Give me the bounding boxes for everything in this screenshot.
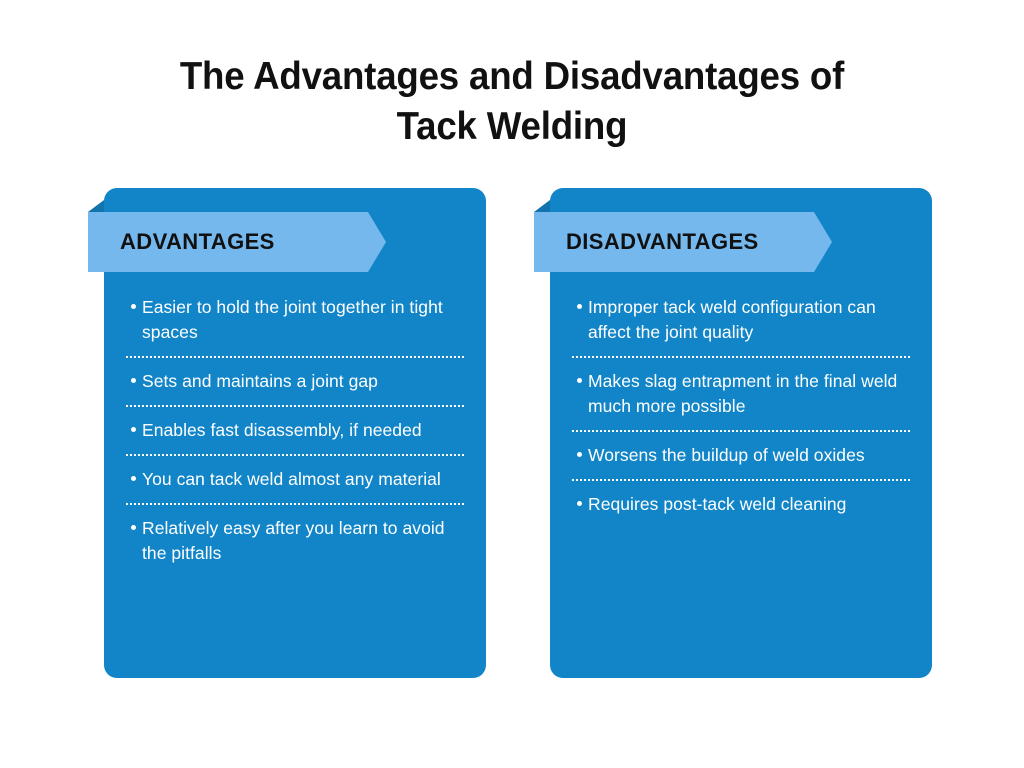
list-item: Sets and maintains a joint gap	[126, 356, 464, 405]
advantages-banner: ADVANTAGES	[88, 200, 386, 272]
bullet-icon	[572, 492, 588, 506]
bullet-icon	[572, 443, 588, 457]
advantages-card: ADVANTAGES Easier to hold the joint toge…	[88, 188, 486, 678]
list-item: Worsens the buildup of weld oxides	[572, 430, 910, 479]
list-item-text: You can tack weld almost any material	[142, 469, 441, 489]
bullet-icon	[126, 369, 142, 383]
ribbon-arrow-shape	[534, 212, 832, 272]
list-item-text: Makes slag entrapment in the final weld …	[588, 371, 898, 416]
disadvantages-card: DISADVANTAGES Improper tack weld configu…	[534, 188, 932, 678]
list-item-text: Easier to hold the joint together in tig…	[142, 297, 443, 342]
page-title-line-1: The Advantages and Disadvantages of	[179, 55, 845, 98]
advantages-list: Easier to hold the joint together in tig…	[104, 284, 486, 577]
list-item-text: Sets and maintains a joint gap	[142, 371, 378, 391]
advantages-banner-label: ADVANTAGES	[120, 229, 275, 254]
bullet-icon	[572, 369, 588, 383]
bullet-icon	[126, 295, 142, 309]
list-item: You can tack weld almost any material	[126, 454, 464, 503]
list-item-text: Worsens the buildup of weld oxides	[588, 445, 865, 465]
list-item: Easier to hold the joint together in tig…	[126, 284, 464, 356]
list-item: Improper tack weld configuration can aff…	[572, 284, 910, 356]
disadvantages-banner-label: DISADVANTAGES	[566, 229, 759, 254]
ribbon-fold-icon	[88, 200, 104, 212]
list-item: Makes slag entrapment in the final weld …	[572, 356, 910, 430]
list-item: Relatively easy after you learn to avoid…	[126, 503, 464, 577]
bullet-icon	[572, 295, 588, 309]
disadvantages-list: Improper tack weld configuration can aff…	[550, 284, 932, 528]
bullet-icon	[126, 467, 142, 481]
ribbon-arrow-shape	[88, 212, 386, 272]
list-item-text: Requires post-tack weld cleaning	[588, 494, 847, 514]
list-item-text: Improper tack weld configuration can aff…	[588, 297, 876, 342]
disadvantages-banner: DISADVANTAGES	[534, 200, 832, 272]
list-item: Enables fast disassembly, if needed	[126, 405, 464, 454]
page-title: The Advantages and Disadvantages of Tack…	[31, 52, 994, 152]
list-item-text: Relatively easy after you learn to avoid…	[142, 518, 445, 563]
bullet-icon	[126, 516, 142, 530]
page-title-line-2: Tack Welding	[396, 105, 628, 148]
bullet-icon	[126, 418, 142, 432]
ribbon-fold-icon	[534, 200, 550, 212]
list-item-text: Enables fast disassembly, if needed	[142, 420, 422, 440]
list-item: Requires post-tack weld cleaning	[572, 479, 910, 528]
